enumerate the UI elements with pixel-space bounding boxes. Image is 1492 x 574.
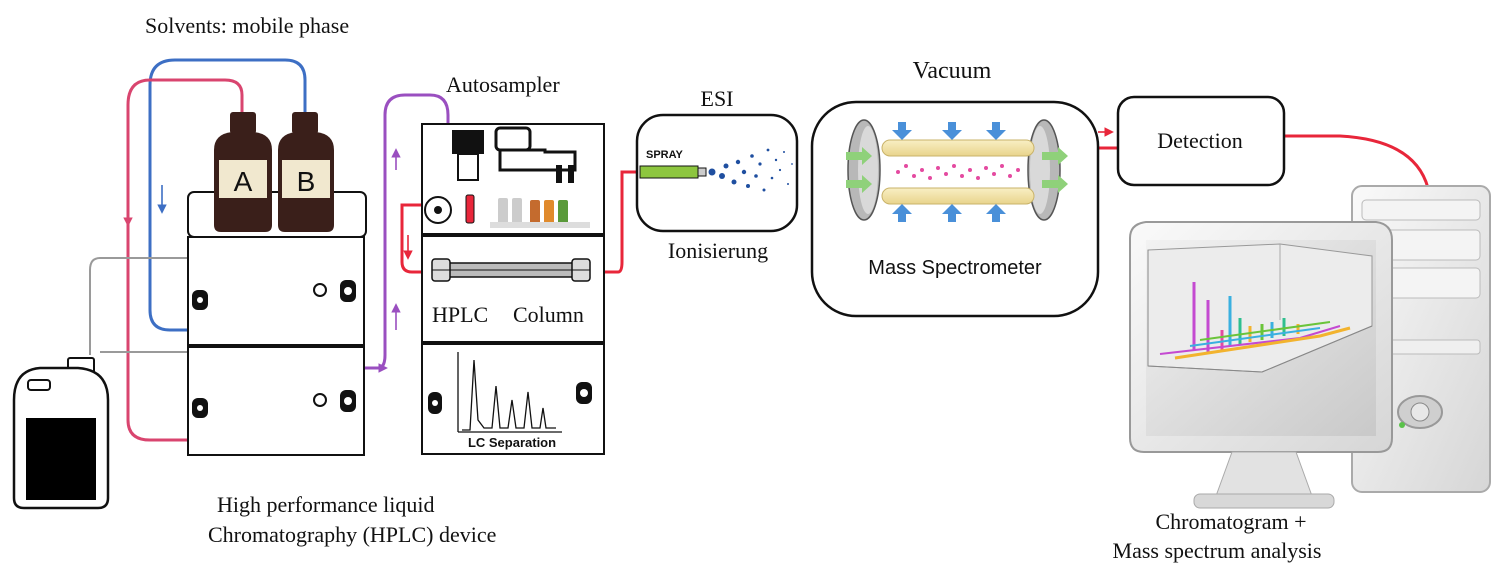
bottle-a-label: A bbox=[234, 166, 253, 197]
hplc-device-label-line2: Chromatography (HPLC) device bbox=[208, 522, 496, 547]
ms-label: Mass Spectrometer bbox=[868, 257, 1042, 279]
computer bbox=[1129, 185, 1491, 509]
detection-label: Detection bbox=[1157, 128, 1243, 153]
column-box bbox=[421, 235, 605, 343]
lc-separation-label: LC Separation bbox=[468, 435, 556, 450]
autosampler-label: Autosampler bbox=[446, 72, 560, 97]
red-line-column-esi bbox=[600, 170, 640, 274]
pump-lower-port-icon bbox=[192, 390, 356, 418]
mass-spectrometer: Mass Spectrometer bbox=[810, 100, 1100, 318]
pump-upper bbox=[187, 236, 365, 346]
ms-ions bbox=[896, 164, 1020, 180]
hplc-device-label-line1: High performance liquid bbox=[217, 492, 435, 517]
pc-monitor bbox=[1129, 221, 1393, 509]
pump-upper-port-icon bbox=[192, 280, 356, 310]
pump-lower bbox=[187, 346, 365, 456]
spray-label: SPRAY bbox=[646, 149, 684, 161]
spray-needle bbox=[639, 165, 699, 179]
ms-rod-top bbox=[881, 139, 1035, 157]
column-label: Column bbox=[513, 302, 584, 327]
hplc-label: HPLC bbox=[432, 302, 488, 327]
solvents-label: Solvents: mobile phase bbox=[145, 13, 349, 38]
blue-solvent-line bbox=[148, 58, 307, 332]
bottle-b: B bbox=[278, 112, 334, 232]
red-line-autosampler bbox=[400, 203, 428, 274]
lc-chromatogram bbox=[457, 352, 562, 433]
bottle-a: A bbox=[214, 112, 272, 232]
analysis-label-line2: Mass spectrum analysis bbox=[1113, 538, 1322, 563]
esi-source: SPRAY bbox=[635, 113, 848, 233]
screen-3d-chromatogram bbox=[1147, 243, 1373, 373]
red-line-detection-pc bbox=[1284, 134, 1430, 189]
vacuum-arrows bbox=[892, 122, 1006, 222]
waste-canister bbox=[12, 357, 110, 510]
hplc-column bbox=[431, 258, 591, 282]
autosampler-stack: HPLC Column LC Separation bbox=[421, 123, 605, 455]
ms-rod-bottom bbox=[881, 187, 1035, 205]
grey-waste-line bbox=[89, 257, 188, 355]
esi-label: ESI bbox=[701, 86, 734, 111]
spray-droplets bbox=[708, 148, 793, 192]
analysis-label-line1: Chromatogram + bbox=[1155, 509, 1306, 534]
pink-solvent-line bbox=[126, 78, 244, 442]
detection-box bbox=[1116, 95, 1286, 187]
ionisierung-label: Ionisierung bbox=[668, 238, 768, 263]
ion-green-arrows bbox=[846, 147, 1068, 193]
bottle-b-label: B bbox=[297, 166, 316, 197]
lc-port-icons bbox=[428, 382, 592, 414]
hplc-device: A B bbox=[187, 112, 367, 456]
lc-separation-box bbox=[421, 343, 605, 455]
esi-box bbox=[635, 113, 799, 233]
vacuum-label: Vacuum bbox=[913, 58, 992, 84]
